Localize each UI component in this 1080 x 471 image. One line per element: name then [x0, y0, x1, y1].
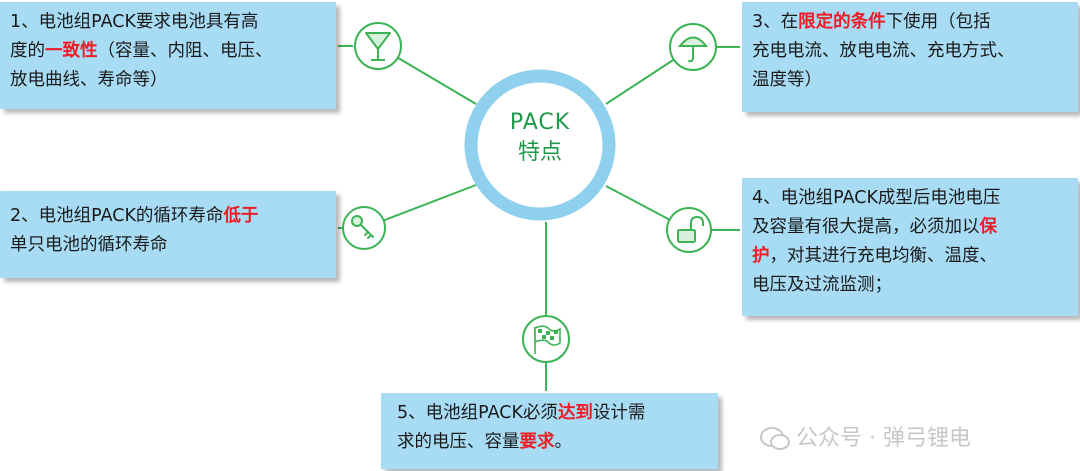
feature-box-conditions: 3、在限定的条件下使用（包括 充电电流、放电电流、充电方式、 温度等）: [742, 2, 1078, 112]
feature-box-cycle-life: 2、电池组PACK的循环寿命低于 单只电池的循环寿命: [0, 191, 336, 278]
box4-line2: 及容量有很大提高，必须加以保: [752, 217, 998, 237]
highlight-conditions: 限定的条件: [798, 12, 886, 32]
umbrella-icon: [677, 36, 709, 63]
key-node: [342, 206, 386, 250]
box3-line3: 温度等）: [752, 70, 822, 90]
cocktail-glass-icon: [365, 32, 391, 61]
box4-line4: 电压及过流监测；: [752, 275, 892, 295]
box4-line1: 4、电池组PACK成型后电池电压: [752, 188, 1001, 208]
highlight-protect-1: 保: [979, 217, 998, 237]
highlight-reach: 达到: [557, 403, 593, 423]
box3-line2: 充电电流、放电电流、充电方式、: [752, 41, 1015, 61]
open-padlock-icon: [677, 215, 704, 243]
umbrella-node: [669, 23, 717, 71]
lock-node: [666, 207, 712, 253]
center-title: PACK: [509, 110, 571, 135]
box1-line3: 放电曲线、寿命等）: [10, 70, 168, 90]
highlight-protect-2: 护: [752, 246, 770, 266]
highlight-requirement: 要求: [519, 432, 555, 452]
key-icon: [351, 215, 374, 239]
glass-node: [354, 22, 402, 70]
box1-line2: 度的一致性（容量、内阻、电压、: [10, 41, 273, 61]
center-hub-ring: [464, 69, 616, 221]
box1-line1: 1、电池组PACK要求电池具有高: [10, 12, 259, 32]
flag-icon: [534, 325, 561, 354]
box4-line3: 护，对其进行充电均衡、温度、: [752, 246, 997, 266]
feature-box-design-requirements: 5、电池组PACK必须达到设计需 求的电压、容量要求。: [381, 393, 718, 469]
highlight-lower: 低于: [223, 206, 259, 226]
flag-node: [522, 315, 570, 363]
box2-line1: 2、电池组PACK的循环寿命低于: [10, 206, 259, 226]
center-subtitle: 特点: [517, 140, 562, 165]
feature-box-consistency: 1、电池组PACK要求电池具有高 度的一致性（容量、内阻、电压、 放电曲线、寿命…: [0, 2, 336, 109]
box2-line2: 单只电池的循环寿命: [10, 235, 168, 255]
wechat-icon: [760, 427, 790, 450]
highlight-consistency: 一致性: [45, 41, 98, 61]
box5-line1: 5、电池组PACK必须达到设计需: [397, 403, 646, 423]
box3-line1: 3、在限定的条件下使用（包括: [752, 12, 991, 32]
watermark-text: 公众号 · 弹弓锂电: [796, 426, 971, 451]
box5-line2: 求的电压、容量要求。: [397, 432, 572, 452]
watermark: 公众号 · 弹弓锂电: [760, 420, 971, 452]
feature-box-protection: 4、电池组PACK成型后电池电压 及容量有很大提高，必须加以保 护，对其进行充电…: [742, 178, 1078, 316]
